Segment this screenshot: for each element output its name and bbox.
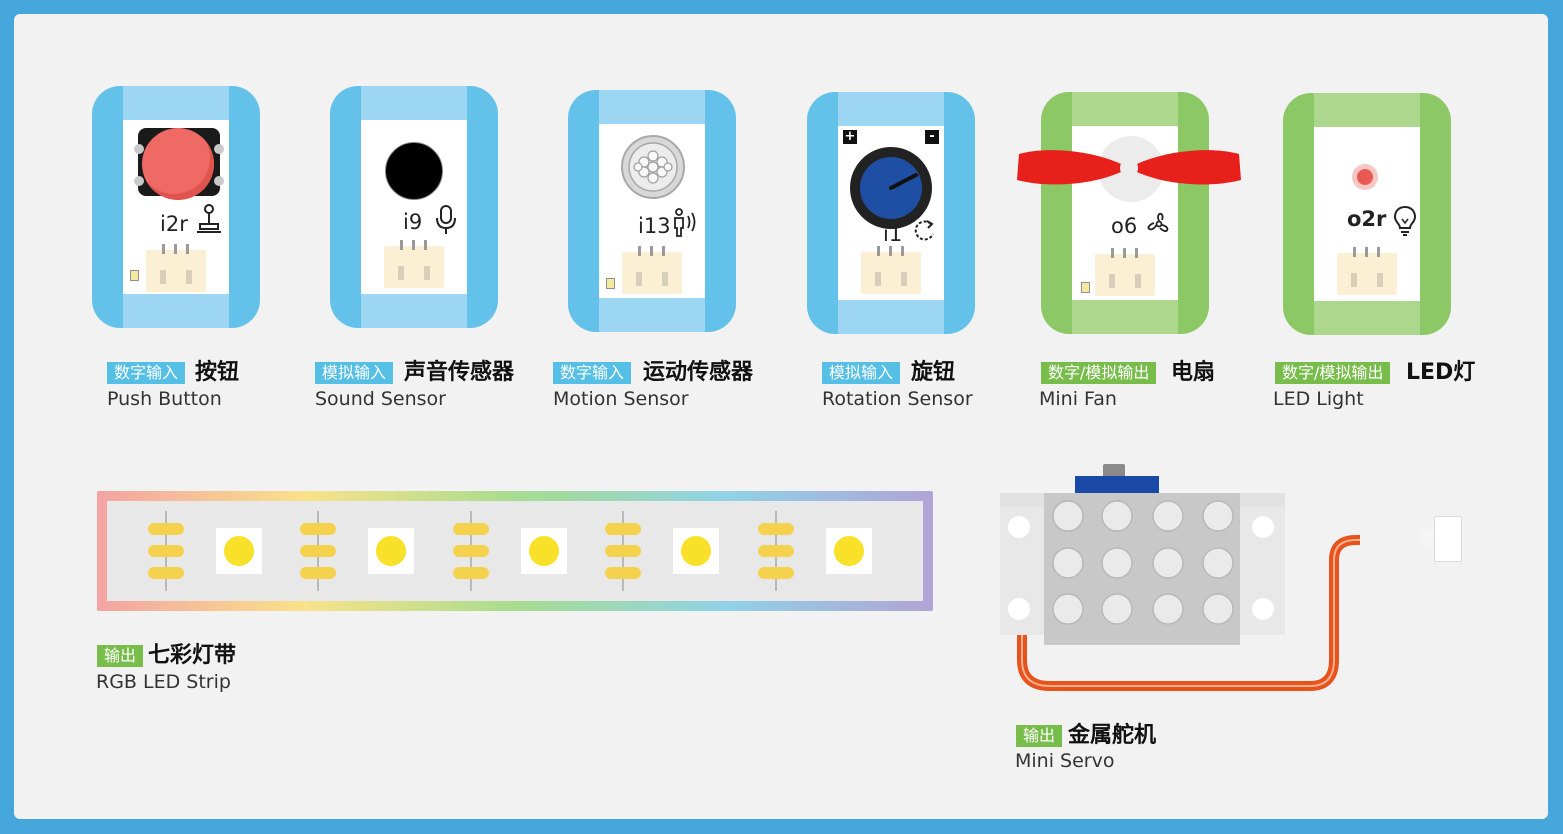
module-title-en: Mini Fan: [1039, 388, 1117, 410]
module-title-en: Sound Sensor: [315, 388, 446, 410]
module-title-en: Rotation Sensor: [822, 388, 973, 410]
push-button-module: i2r: [92, 86, 260, 328]
module-connector: [1095, 248, 1155, 296]
button-screw: [214, 144, 224, 154]
module-band-bottom: [838, 300, 944, 334]
servo-mount-hole: [1252, 516, 1274, 538]
servo-title-cn: 金属舵机: [1068, 723, 1157, 748]
module-title-cn: 电扇: [1171, 360, 1216, 385]
indicator-led: [1081, 282, 1090, 293]
servo-shaft: [1103, 464, 1125, 478]
module-connector: [146, 244, 206, 292]
module-connector: [384, 240, 444, 288]
fan-propeller: [1017, 150, 1241, 185]
strip-led: [521, 528, 567, 574]
rotate-icon: [914, 220, 934, 241]
pir-lens: [621, 135, 685, 199]
plus-marker: +: [843, 129, 857, 144]
servo-hole-grid: [1052, 500, 1234, 625]
module-code: i2r: [160, 212, 188, 236]
strip-led: [216, 528, 262, 574]
module-type-tag: 数字/模拟输出: [1275, 362, 1391, 384]
module-band-top: [1314, 93, 1420, 127]
servo-mount-hole: [1008, 598, 1030, 620]
strip-cut-pads: [453, 511, 489, 591]
strip-led: [673, 528, 719, 574]
red-button-cap: [142, 128, 214, 200]
microphone-element: [385, 142, 443, 200]
module-type-tag: 数字输入: [553, 362, 632, 384]
rgb-led-strip: [97, 491, 933, 611]
strip-body: [107, 501, 923, 601]
servo-plug-neck: [1420, 530, 1434, 546]
module-code: i1: [883, 222, 903, 246]
servo-title-en: Mini Servo: [1015, 750, 1115, 772]
module-type-tag: 模拟输入: [822, 362, 901, 384]
servo-mount-hole: [1008, 516, 1030, 538]
sound-sensor-module: i9: [330, 86, 498, 328]
module-code: o2r: [1347, 207, 1387, 231]
strip-cut-pads: [605, 511, 641, 591]
mini-fan-module: o6: [1041, 92, 1209, 334]
module-band-top: [599, 90, 705, 124]
module-band-top: [1072, 92, 1178, 126]
module-title-en: Push Button: [107, 388, 222, 410]
module-type-tag: 数字/模拟输出: [1041, 362, 1157, 384]
servo-horn-mount: [1075, 476, 1159, 494]
strip-type-tag: 输出: [97, 645, 144, 667]
module-band-top: [123, 86, 229, 120]
rotation-sensor-module: + - i1: [807, 92, 975, 334]
module-title-en: LED Light: [1273, 388, 1364, 410]
module-band-top: [361, 86, 467, 120]
bulb-icon: [1393, 205, 1417, 236]
indicator-led: [606, 278, 615, 289]
module-connector: [861, 246, 921, 294]
strip-cut-pads: [300, 511, 336, 591]
motion-sensor-module: i13: [568, 90, 736, 332]
indicator-led: [130, 270, 139, 281]
module-code: o6: [1111, 214, 1138, 238]
module-type-tag: 模拟输入: [315, 362, 394, 384]
strip-led: [826, 528, 872, 574]
button-screw: [214, 176, 224, 186]
servo-type-tag: 输出: [1016, 725, 1063, 747]
module-band-top: [838, 92, 944, 126]
module-code: i13: [638, 214, 671, 238]
servo-mount-hole: [1252, 598, 1274, 620]
led-light-module: o2r: [1283, 93, 1451, 335]
module-title-cn: 声音传感器: [404, 360, 515, 385]
module-connector: [622, 246, 682, 294]
microphone-icon: [436, 205, 456, 234]
module-band-bottom: [361, 294, 467, 328]
module-connector: [1337, 247, 1397, 295]
module-band-bottom: [123, 294, 229, 328]
strip-cut-pads: [758, 511, 794, 591]
module-title-cn: 旋钮: [911, 360, 956, 385]
person-wave-icon: [674, 208, 696, 237]
module-band-bottom: [1314, 301, 1420, 335]
strip-title-cn: 七彩灯带: [148, 643, 237, 668]
strip-cut-pads: [148, 511, 184, 591]
module-code: i9: [403, 210, 423, 234]
button-screw: [134, 176, 144, 186]
module-band-bottom: [1072, 300, 1178, 334]
servo-plug: [1434, 516, 1462, 562]
module-title-cn: 按钮: [195, 360, 240, 385]
minus-marker: -: [925, 130, 939, 144]
module-title-en: Motion Sensor: [553, 388, 689, 410]
module-title-cn: 运动传感器: [643, 360, 754, 385]
module-title-cn: LED灯: [1406, 360, 1476, 385]
knob-pointer: [889, 173, 918, 190]
strip-led: [368, 528, 414, 574]
strip-title-en: RGB LED Strip: [96, 671, 231, 693]
button-screw: [134, 144, 144, 154]
joystick-icon: [197, 204, 221, 233]
red-led: [1357, 169, 1373, 185]
fan-icon: [1147, 212, 1169, 232]
module-type-tag: 数字输入: [107, 362, 186, 384]
module-band-bottom: [599, 298, 705, 332]
